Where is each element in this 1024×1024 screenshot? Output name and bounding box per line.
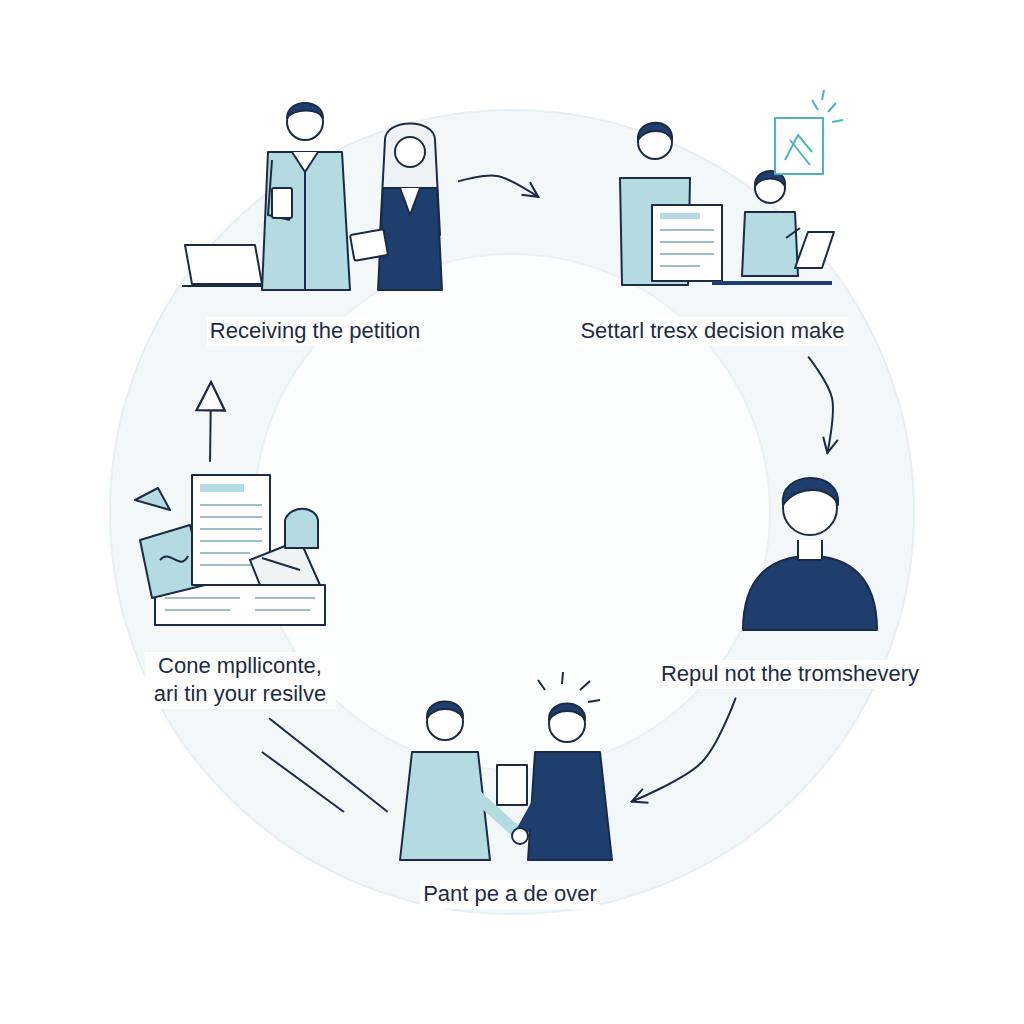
stage-one-figures-part: [185, 245, 262, 284]
flow-arrow: [809, 357, 833, 453]
stage-two-figures-part: [812, 90, 843, 122]
stage-four-figures-part: [427, 702, 463, 719]
stage-one-figures-part: [395, 137, 425, 167]
stage-two-figures-part: [795, 232, 834, 268]
stage-label: Settarl tresx decision make: [577, 317, 847, 346]
stage-two-figures-part: [660, 213, 700, 219]
stage-four-figures-part: [400, 752, 490, 860]
stage-five-documents-part: [262, 558, 300, 570]
stage-one-figures-part: [378, 188, 442, 290]
stage-four-figures-part: [512, 828, 528, 844]
stage-one-figures-part: [272, 188, 292, 218]
stage-two-figures-part: [742, 212, 798, 276]
stage-five-documents-part: [135, 488, 170, 510]
stage-five-documents-part: [200, 505, 262, 565]
stage-five-documents-part: [165, 598, 315, 610]
stage-two-figures-part: [785, 135, 812, 165]
flow-arrow: [209, 382, 212, 461]
stage-node: Pant pe a de over: [390, 690, 630, 915]
stage-one-figures-part: [304, 172, 306, 290]
stage-one-figures-part: [287, 104, 323, 140]
flow-stroke: [262, 752, 344, 812]
stage-two-figures-part: [786, 228, 800, 238]
cycle-ring-part: [110, 110, 914, 914]
stage-label: Cone mplliconte, ari tin your resilve: [145, 652, 336, 709]
stage-one-figures-part: [400, 188, 420, 215]
stage-two-figures-part: [638, 123, 672, 140]
stage-five-documents: [135, 475, 325, 625]
stage-label: Pant pe a de over: [420, 880, 600, 909]
stage-two-figures-part: [652, 205, 722, 281]
stage-two-figures: [620, 90, 843, 285]
flow-arrow: [632, 699, 736, 802]
stage-two-figures-part: [775, 118, 823, 174]
stage-three-figure: [743, 478, 877, 630]
stage-one-figures-part: [262, 152, 350, 290]
flow-arrow: [459, 176, 538, 197]
stage-one-figures-part: [292, 152, 318, 172]
stage-four-figures-part: [549, 704, 585, 721]
stage-one-figures-part: [350, 229, 388, 261]
cycle-ring: [110, 110, 914, 914]
flow-stroke-part: [262, 752, 344, 812]
stage-label: Repul not the tromshevery: [658, 660, 922, 689]
stage-node: Receiving the petition: [175, 90, 455, 352]
stage-five-documents-part: [285, 509, 318, 548]
stage-three-figure-part: [743, 556, 877, 630]
stage-two-figures-part: [712, 281, 832, 285]
stage-four-figures: [400, 672, 612, 860]
stage-three-figure-part: [783, 478, 838, 505]
stage-five-documents-part: [160, 556, 188, 562]
stage-node: Repul not the tromshevery: [635, 455, 945, 695]
stage-label: Receiving the petition: [207, 317, 423, 346]
stage-node: Settarl tresx decision make: [540, 95, 885, 352]
stage-four-figures-part: [538, 672, 600, 702]
stage-four-figures-part: [497, 765, 527, 805]
stage-two-figures-part: [660, 230, 714, 266]
stage-three-figure-part: [798, 540, 822, 560]
stage-one-figures-part: [287, 103, 323, 118]
stage-one-figures: [182, 103, 442, 290]
stage-five-documents-part: [200, 484, 244, 492]
stage-node: Cone mplliconte, ari tin your resilve: [115, 465, 365, 715]
flow-arrow: [270, 719, 387, 812]
